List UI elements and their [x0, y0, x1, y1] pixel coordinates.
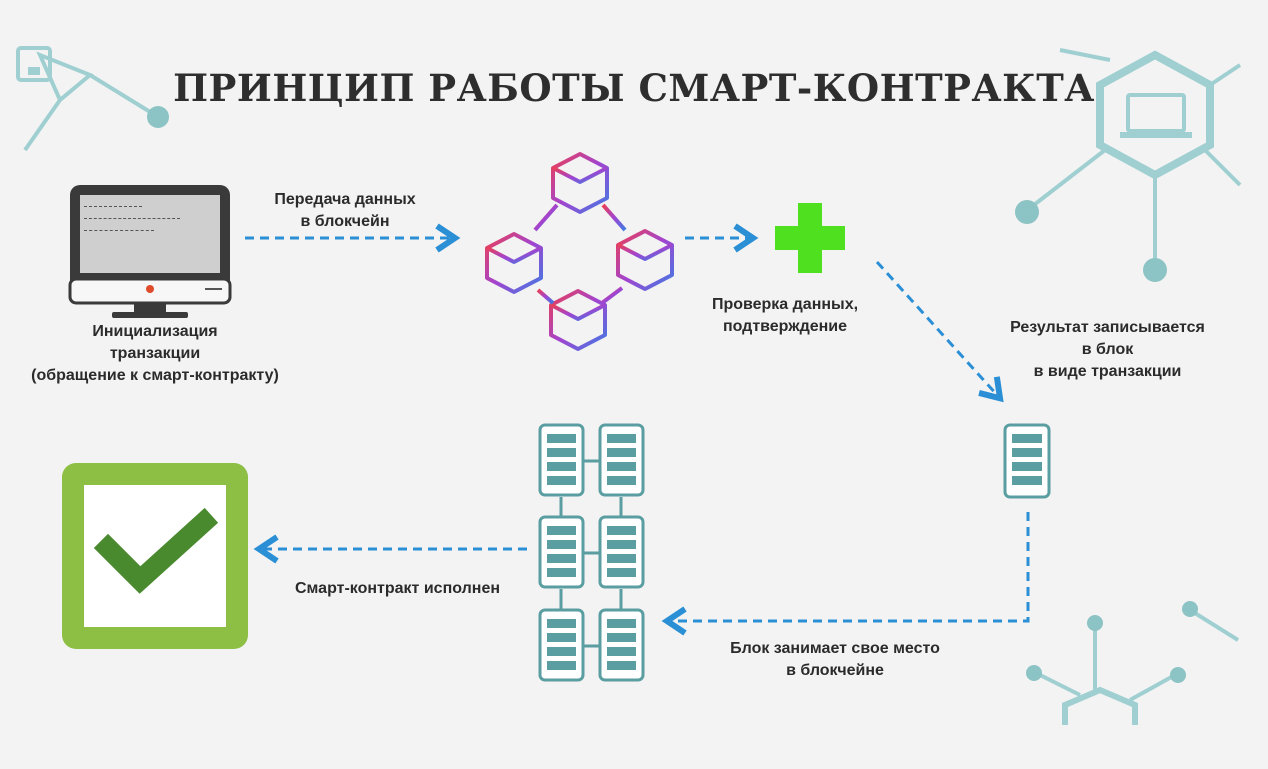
laptop-icon: [1120, 93, 1192, 138]
step-done-line: Смарт-контракт исполнен: [295, 580, 500, 597]
step-verify-label: Проверка данных, подтверждение: [690, 294, 880, 338]
step-transfer-label: Передача данных в блокчейн: [245, 189, 445, 233]
step-transfer-line: в блокчейн: [300, 213, 390, 230]
arrow-to-record: [875, 260, 1004, 403]
screen-text-line: [84, 230, 154, 231]
flow-arrows: [245, 223, 1030, 636]
step-place-line: Блок занимает свое место: [730, 640, 940, 657]
step-init-line: (обращение к смарт-контракту): [31, 367, 279, 384]
step-init-line: транзакции: [109, 345, 201, 362]
screen-text-line: [84, 206, 142, 207]
step-place-label: Блок занимает свое место в блокчейне: [700, 638, 970, 682]
step-done-label: Смарт-контракт исполнен: [270, 578, 525, 600]
server-unit: [538, 608, 585, 682]
server-unit: [538, 515, 585, 589]
server-icon: [1003, 423, 1051, 499]
server-cluster-icon: [538, 423, 645, 682]
server-unit: [598, 423, 645, 497]
monitor-icon: [68, 185, 232, 318]
step-init-label: Инициализация транзакции (обращение к см…: [10, 321, 300, 387]
step-init-line: Инициализация: [92, 323, 218, 340]
step-place-line: в блокчейне: [786, 662, 884, 679]
page-title: ПРИНЦИП РАБОТЫ СМАРТ-КОНТРАКТА: [173, 66, 1095, 110]
checkmark-icon: [62, 463, 248, 649]
server-unit: [598, 608, 645, 682]
step-verify-line: Проверка данных,: [711, 296, 859, 313]
decor-network-bottom-right: [1026, 601, 1240, 725]
step-record-line: Результат записывается: [1010, 319, 1205, 336]
blockchain-cubes-icon: [485, 152, 674, 351]
server-unit: [538, 423, 585, 497]
server-unit: [598, 515, 645, 589]
step-record-line: в виде транзакции: [1033, 363, 1182, 380]
screen-text-line: [84, 218, 180, 219]
step-verify-line: подтверждение: [722, 318, 848, 335]
decor-network-top-right: [1015, 48, 1242, 282]
phone-icon: [16, 46, 52, 82]
plus-icon: [775, 203, 845, 273]
step-transfer-line: Передача данных: [274, 191, 416, 208]
step-record-line: в блок: [1081, 341, 1134, 358]
arrow-to-place: [661, 512, 1030, 636]
step-record-label: Результат записывается в блок в виде тра…: [990, 317, 1225, 383]
